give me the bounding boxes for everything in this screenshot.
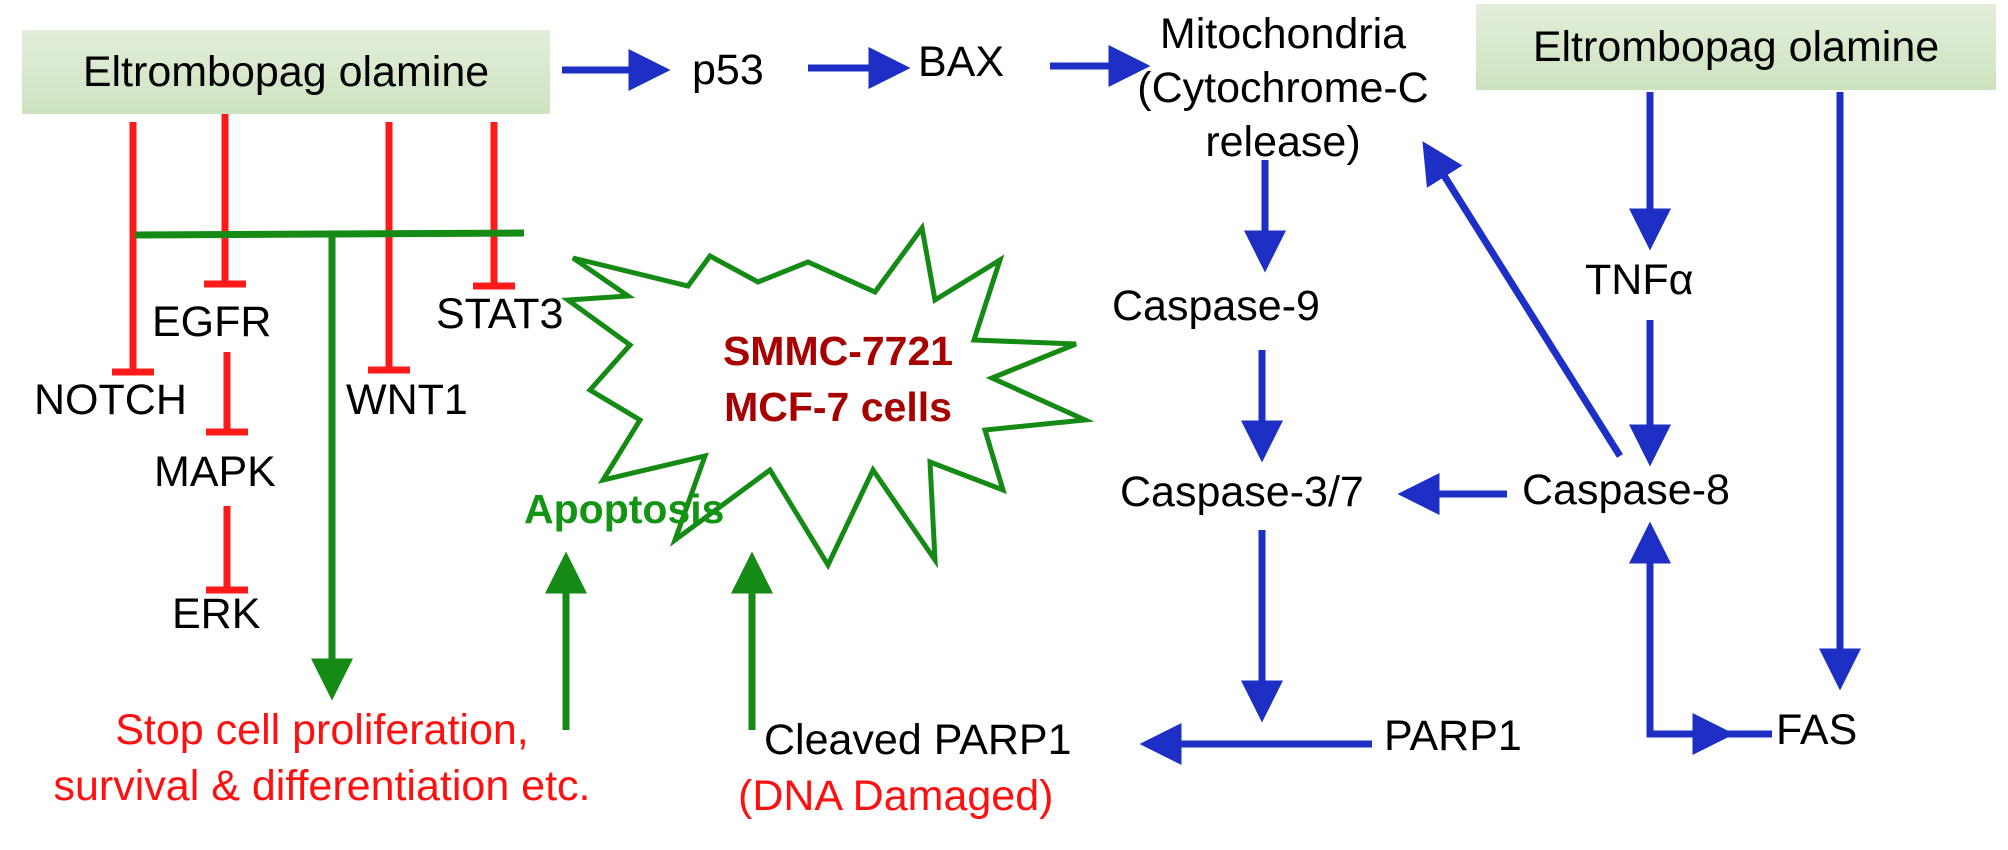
node-erk: ERK [172,590,261,638]
node-wnt1: WNT1 [346,376,468,424]
node-notch: NOTCH [34,376,187,424]
node-fas: FAS [1776,706,1858,754]
node-caspase9: Caspase-9 [1112,282,1320,330]
node-p53: p53 [692,46,764,94]
outcome-line-2: survival & differentiation etc. [53,762,591,810]
node-parp1: PARP1 [1384,712,1522,760]
apoptosis-label: Apoptosis [524,486,725,532]
drug-label-right: Eltrombopag olamine [1532,22,1940,71]
node-mapk: MAPK [154,448,276,496]
green-pathway-lines [134,229,773,730]
node-mitochondria-line1: Mitochondria [1159,10,1407,58]
node-cleaved-parp1: Cleaved PARP1 [764,716,1072,764]
activation-arrows [562,45,1861,765]
arrow-fas-to-caspase8 [1629,521,1772,738]
inhibition-lines [112,112,515,594]
cell-line-label-2: MCF-7 cells [724,384,952,430]
node-dna-damaged: (DNA Damaged) [738,772,1054,820]
node-bax: BAX [918,38,1005,86]
node-tnf: TNFα [1585,256,1694,304]
outcome-line-1: Stop cell proliferation, [115,706,529,754]
drug-box-right: Eltrombopag olamine [1476,4,1996,90]
drug-box-left: Eltrombopag olamine [22,30,550,114]
node-stat3: STAT3 [436,290,564,338]
arrow-caspase8-to-mitochondria [1422,141,1623,458]
node-mitochondria-line2: (Cytochrome-C [1137,64,1429,112]
node-mitochondria-line3: release) [1205,118,1361,166]
node-caspase8: Caspase-8 [1522,466,1730,514]
node-egfr: EGFR [152,298,272,346]
cell-starburst [560,221,1095,571]
node-caspase37: Caspase-3/7 [1120,468,1364,516]
cell-line-label-1: SMMC-7721 [722,328,954,374]
drug-label-left: Eltrombopag olamine [82,47,490,96]
